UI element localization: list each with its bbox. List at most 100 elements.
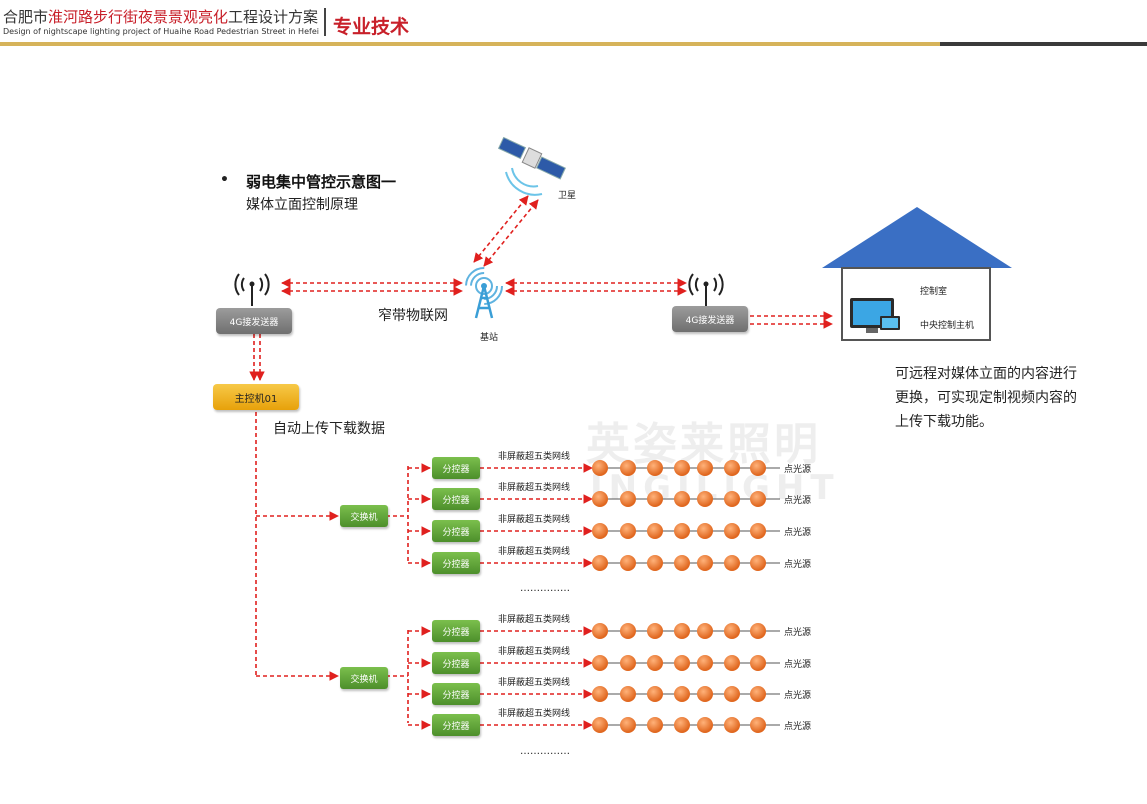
point-light xyxy=(750,460,766,476)
main-controller: 主控机01 xyxy=(213,384,299,410)
sub-controller: 分控器 xyxy=(432,520,480,542)
point-light xyxy=(674,523,690,539)
network-links xyxy=(249,195,833,381)
point-light xyxy=(724,460,740,476)
point-light xyxy=(674,555,690,571)
point-source-label: 点光源 xyxy=(784,691,812,701)
point-light xyxy=(674,717,690,733)
sub-controller: 分控器 xyxy=(432,652,480,674)
point-source-label: 点光源 xyxy=(784,628,812,638)
switch-1: 交换机 xyxy=(340,505,388,527)
control-room-label: 控制室 xyxy=(920,287,948,297)
point-light xyxy=(674,491,690,507)
cable-label: 非屏蔽超五类网线 xyxy=(498,647,571,657)
point-light xyxy=(724,555,740,571)
point-light xyxy=(724,491,740,507)
point-light xyxy=(674,623,690,639)
wifi-antenna-icon xyxy=(234,273,270,306)
point-light xyxy=(647,491,663,507)
point-light xyxy=(647,717,663,733)
point-light xyxy=(697,491,713,507)
point-light xyxy=(724,623,740,639)
point-light xyxy=(592,491,608,507)
point-light xyxy=(592,717,608,733)
point-light xyxy=(750,555,766,571)
point-source-label: 点光源 xyxy=(784,560,812,570)
title-separator xyxy=(324,8,326,36)
bullet-dot: • xyxy=(220,172,229,188)
sub-controller: 分控器 xyxy=(432,457,480,479)
point-light xyxy=(647,523,663,539)
title-suffix: 工程设计方案 xyxy=(228,8,319,26)
sub-controller: 分控器 xyxy=(432,488,480,510)
point-light xyxy=(592,555,608,571)
point-light xyxy=(697,623,713,639)
point-light xyxy=(697,655,713,671)
ellipsis-2: …………… xyxy=(520,746,570,757)
sub-controller: 分控器 xyxy=(432,714,480,736)
sub-controller: 分控器 xyxy=(432,620,480,642)
point-source-label: 点光源 xyxy=(784,465,812,475)
point-source-label: 点光源 xyxy=(784,528,812,538)
project-subtitle-en: Design of nightscape lighting project of… xyxy=(3,27,319,36)
cable-label: 非屏蔽超五类网线 xyxy=(498,678,571,688)
description-text: 可远程对媒体立面的内容进行更换，可实现定制视频内容的上传下载功能。 xyxy=(895,366,1077,430)
page-header: 合肥市淮河路步行街夜景景观亮化工程设计方案 Design of nightsca… xyxy=(0,0,1147,46)
lan-wiring xyxy=(255,412,409,723)
transceiver-left: 4G接发送器 xyxy=(216,308,292,334)
point-light xyxy=(620,555,636,571)
satellite-icon xyxy=(497,136,566,196)
point-light xyxy=(620,460,636,476)
point-light xyxy=(592,655,608,671)
switch-2: 交换机 xyxy=(340,667,388,689)
point-light xyxy=(592,686,608,702)
point-light xyxy=(620,655,636,671)
cable-label: 非屏蔽超五类网线 xyxy=(498,709,571,719)
point-light xyxy=(647,686,663,702)
base-station-label: 基站 xyxy=(480,333,499,343)
point-light xyxy=(647,555,663,571)
header-bar-dark xyxy=(940,42,1147,46)
point-light xyxy=(620,491,636,507)
point-light xyxy=(750,686,766,702)
point-source-label: 点光源 xyxy=(784,660,812,670)
point-light xyxy=(750,523,766,539)
section-title: 专业技术 xyxy=(333,16,410,38)
cable-label: 非屏蔽超五类网线 xyxy=(498,483,571,493)
header-bar-gold xyxy=(0,42,940,46)
ellipsis-1: …………… xyxy=(520,583,570,594)
point-light xyxy=(697,460,713,476)
point-light xyxy=(592,623,608,639)
title-highlight: 淮河路步行街夜景景观亮化 xyxy=(48,8,229,26)
controller-rows xyxy=(408,460,780,733)
point-light xyxy=(750,491,766,507)
cable-label: 非屏蔽超五类网线 xyxy=(498,615,571,625)
satellite-label: 卫星 xyxy=(558,191,577,201)
point-light xyxy=(697,523,713,539)
sub-controller: 分控器 xyxy=(432,683,480,705)
point-source-label: 点光源 xyxy=(784,722,812,732)
point-light xyxy=(697,717,713,733)
point-light xyxy=(724,717,740,733)
point-light xyxy=(647,655,663,671)
host-label: 中央控制主机 xyxy=(920,321,975,331)
auto-transfer-label: 自动上传下载数据 xyxy=(273,421,385,437)
computer-icon xyxy=(850,298,900,333)
point-light xyxy=(647,460,663,476)
sub-controller: 分控器 xyxy=(432,552,480,574)
diagram-subheading: 媒体立面控制原理 xyxy=(246,197,358,213)
cable-label: 非屏蔽超五类网线 xyxy=(498,547,571,557)
point-light xyxy=(674,460,690,476)
wifi-antenna-icon xyxy=(688,273,724,306)
point-light xyxy=(674,686,690,702)
title-prefix: 合肥市 xyxy=(3,8,49,26)
transceiver-right: 4G接发送器 xyxy=(672,306,748,332)
point-light xyxy=(750,717,766,733)
point-light xyxy=(674,655,690,671)
point-light xyxy=(724,686,740,702)
diagram-heading: 弱电集中管控示意图一 xyxy=(246,173,397,191)
point-light xyxy=(620,717,636,733)
point-light xyxy=(724,655,740,671)
base-station-icon xyxy=(465,267,503,319)
